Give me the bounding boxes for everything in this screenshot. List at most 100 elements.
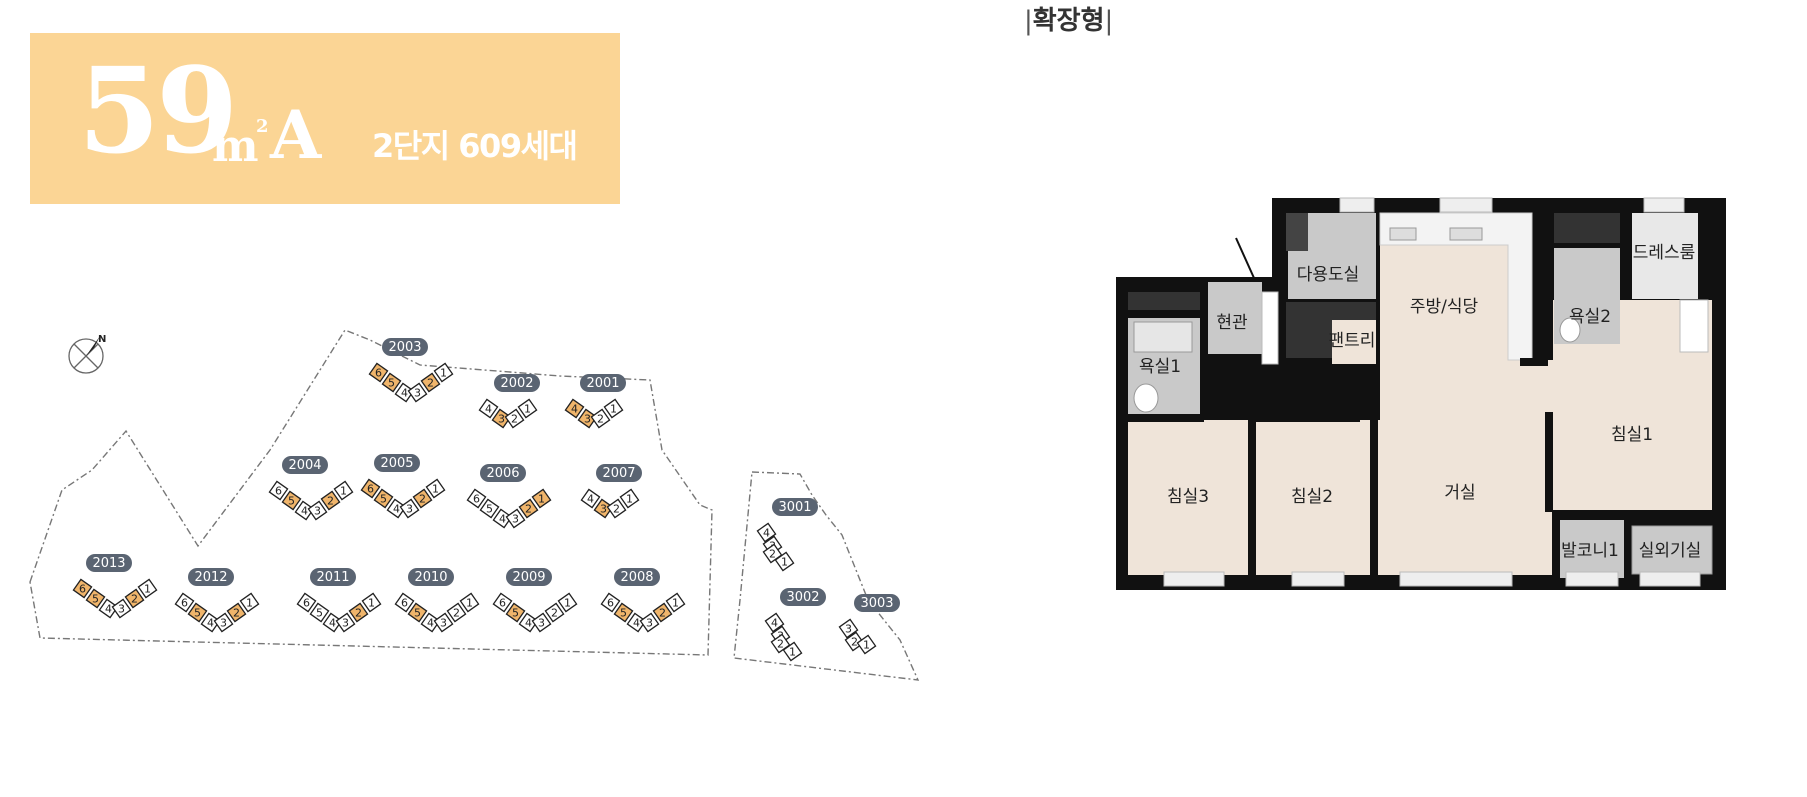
stove-icon [1389,227,1417,241]
building-badge [494,374,540,392]
unit-number: 4 [587,493,594,506]
building-label: 3002 [786,590,819,605]
unit-cell [98,598,119,619]
compass-arrow-icon [86,336,100,356]
room-label-dressing: 드레스룸 [1633,243,1696,263]
building-label: 3001 [778,500,811,515]
unit-number: 6 [303,597,310,610]
unit-cell [600,592,621,613]
unit-number: 3 [220,617,227,630]
unit-cell [420,372,441,393]
building-label: 2003 [388,340,421,355]
unit-number: 1 [789,646,796,659]
unit-number: 4 [485,403,492,416]
unit-number: 1 [368,597,375,610]
building-label: 2002 [500,376,533,391]
unit-number: 5 [316,607,323,620]
building-label: 2013 [92,556,125,571]
unit-number: 3 [414,387,421,400]
room-label-balcony1: 발코니1 [1561,541,1619,561]
unit-number: 4 [329,617,336,630]
building-label: 2012 [194,570,227,585]
unit-cell [137,578,158,599]
unit-number: 3 [440,617,447,630]
unit-number: 2 [597,413,604,426]
unit-number: 2 [453,607,460,620]
building-badge [506,568,552,586]
area-type: A [270,96,322,174]
unit-cell [774,551,795,572]
room-label-bedroom1: 침실1 [1611,425,1653,445]
unit-cell [505,508,526,529]
building-label: 2008 [620,570,653,585]
dressing-floor [1632,213,1698,299]
unit-cell [111,598,132,619]
unit-number: 3 [600,503,607,516]
wall-bed2-living [1370,414,1378,576]
bath2-toilet [1559,317,1581,343]
wall-bed1-left [1545,412,1553,512]
window-2 [1291,571,1345,587]
complex-info: 2단지 609세대 [372,127,578,165]
building-label: 2007 [602,466,635,481]
building-badge [408,568,454,586]
utility-dark-a [1286,213,1308,251]
unit-number: 4 [301,505,308,518]
unit-cell [361,592,382,613]
window-4 [1565,571,1619,587]
unit-cell [348,602,369,623]
unit-number: 3 [646,617,653,630]
unit-number: 6 [607,597,614,610]
unit-cell [665,592,686,613]
unit-number: 4 [771,617,778,630]
unit-cell [580,488,601,509]
unit-number: 4 [571,403,578,416]
unit-cell [531,612,552,633]
unit-number: 5 [194,607,201,620]
window-3 [1399,571,1513,587]
unit-number: 6 [473,493,480,506]
unit-cell [652,602,673,623]
unit-number: 6 [275,485,282,498]
unit-cell [478,398,499,419]
window-8 [1643,197,1685,213]
unit-number: 5 [512,607,519,620]
unit-cell [386,498,407,519]
unit-cell [239,592,260,613]
unit-cell [394,382,415,403]
bath1-tub [1133,321,1193,353]
compass: N [68,334,106,374]
unit-cell [200,612,221,633]
entrance-door-swing [1235,237,1255,279]
unit-number: 5 [380,493,387,506]
window-7 [1439,197,1493,213]
unit-number: 3 [406,503,413,516]
compass-circle [68,338,104,374]
room-label-bedroom2: 침실2 [1291,487,1333,507]
unit-number: 2 [551,607,558,620]
unit-number: 3 [342,617,349,630]
unit-cell [764,612,785,633]
unit-number: 3 [314,505,321,518]
unit-cell [544,602,565,623]
compass-letter: N [98,334,106,345]
unit-cell [433,362,454,383]
unit-cell [531,488,552,509]
unit-number: 1 [610,403,617,416]
unit-cell [564,398,585,419]
unit-number: 5 [92,593,99,606]
unit-number: 4 [401,387,408,400]
variant-label: 확장형 [1032,6,1105,36]
unit-number: 2 [427,377,434,390]
unit-cell [518,498,539,519]
unit-cell [518,612,539,633]
unit-number: 3 [512,513,519,526]
unit-cell [399,498,420,519]
unit-cell [407,602,428,623]
